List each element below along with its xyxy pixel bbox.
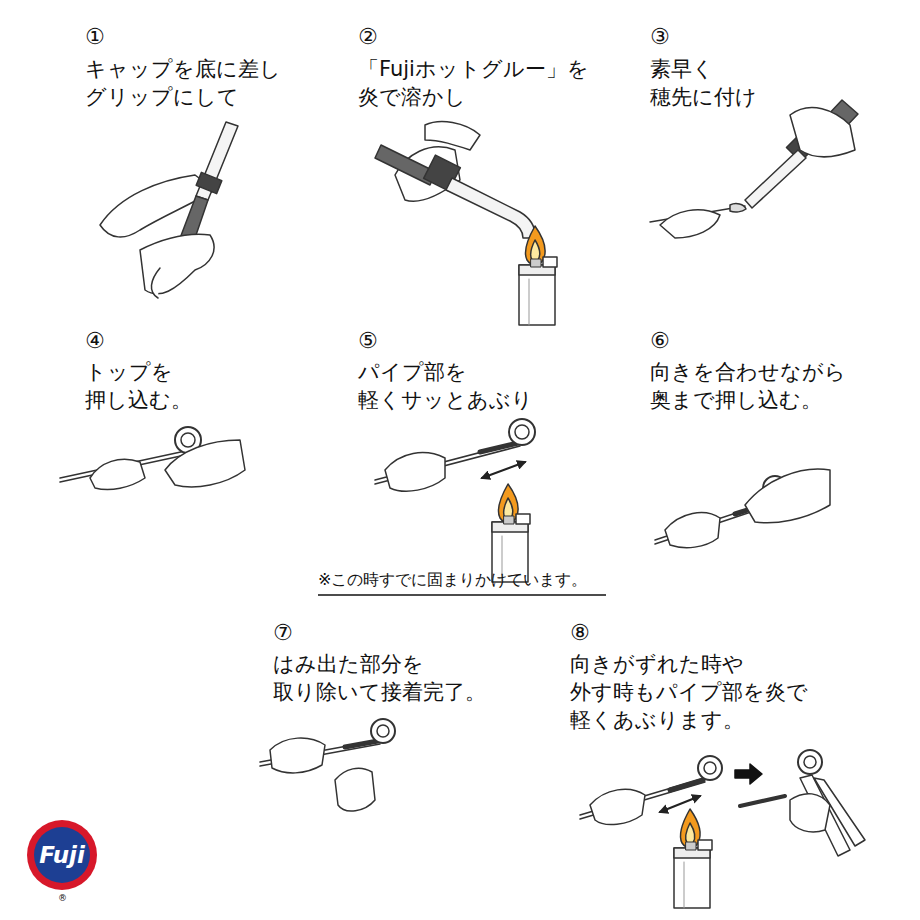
step-number: ④ xyxy=(85,328,109,354)
step-number: ⑧ xyxy=(570,620,594,646)
step-text: 素早く 穂先に付け xyxy=(650,55,761,111)
step-text: 向きがずれた時や 外す時もパイプ部を炎で 軽くあぶります。 xyxy=(570,650,812,734)
step-text: トップを 押し込む。 xyxy=(85,358,196,414)
step-text: はみ出た部分を 取り除いて接着完了。 xyxy=(273,650,490,706)
step-text: 「Fujiホットグルー」を 炎で溶かし xyxy=(358,55,593,111)
logo-text: Fuji xyxy=(26,819,98,868)
step-number: ③ xyxy=(650,24,674,50)
step-number: ⑦ xyxy=(273,620,297,646)
note-text: ※この時すでに固まりかけています。 xyxy=(318,570,592,590)
step-number: ② xyxy=(358,24,382,50)
step-text: キャップを底に差し グリップにして xyxy=(85,55,285,111)
step-number: ① xyxy=(85,24,109,50)
step-number: ⑤ xyxy=(358,328,382,354)
registered-mark: ® xyxy=(58,893,71,903)
step-number: ⑥ xyxy=(650,328,674,354)
brand-logo: Fuji xyxy=(26,819,98,891)
step-text: パイプ部を 軽くサッとあぶり xyxy=(358,358,537,414)
step-text: 向きを合わせながら 奥まで押し込む。 xyxy=(650,358,850,414)
